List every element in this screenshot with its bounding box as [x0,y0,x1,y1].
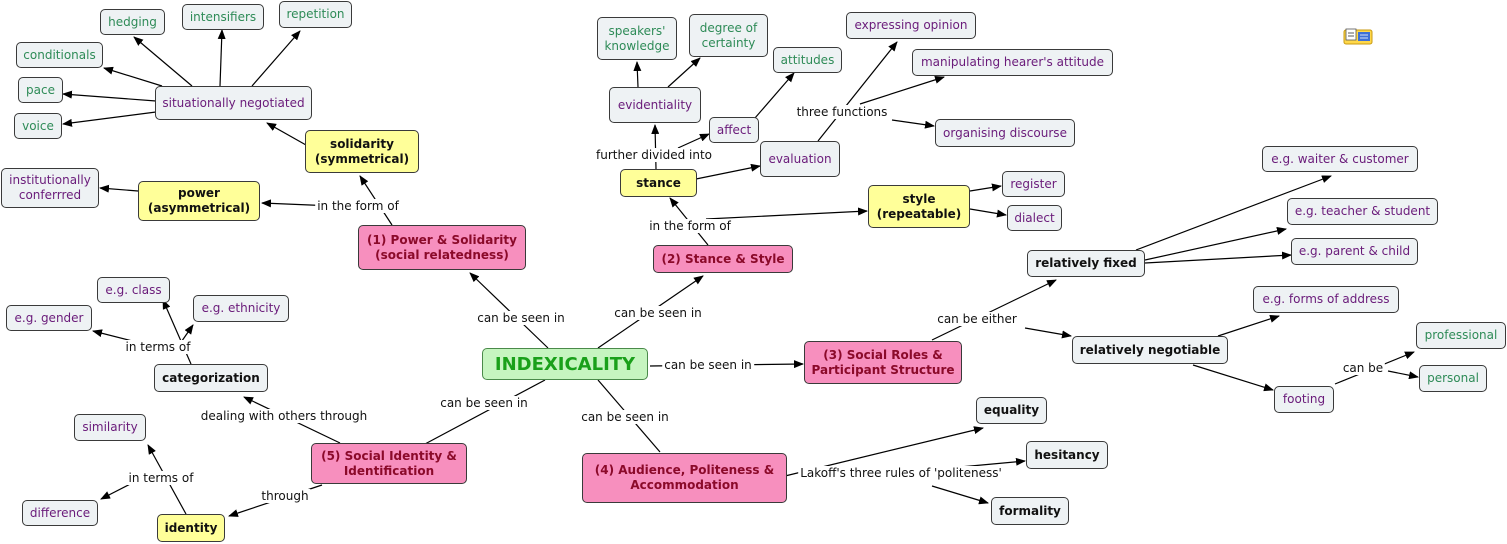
link-label: can be seen in [438,396,530,410]
link-label: in terms of [126,471,196,485]
social-roles-node[interactable]: (3) Social Roles & Participant Structure [804,341,962,384]
hedging-node[interactable]: hedging [100,9,165,35]
affect-node[interactable]: affect [709,117,759,143]
link-label: can be seen in [612,306,704,320]
link-label: three functions [794,105,890,119]
organising-discourse-node[interactable]: organising discourse [935,119,1075,147]
link-label: can be seen in [475,311,567,325]
forms-of-address-node[interactable]: e.g. forms of address [1253,286,1399,313]
power-node[interactable]: power (asymmetrical) [138,181,260,221]
dialect-node[interactable]: dialect [1007,205,1062,231]
note-attachment-icon[interactable] [1343,28,1373,46]
social-identity-node[interactable]: (5) Social Identity & Identification [311,443,467,484]
identity-node[interactable]: identity [157,514,225,542]
link-label: can be seen in [579,410,671,424]
link-label: Lakoff's three rules of 'politeness' [798,466,1004,480]
personal-node[interactable]: personal [1419,365,1487,392]
pace-node[interactable]: pace [18,77,63,103]
link-label: in the form of [315,199,401,213]
style-node[interactable]: style (repeatable) [868,185,970,228]
link-label: in terms of [123,340,193,354]
equality-node[interactable]: equality [976,397,1047,424]
speakers-knowledge-node[interactable]: speakers' knowledge [597,17,677,60]
power-solidarity-node[interactable]: (1) Power & Solidarity (social relatedne… [358,225,526,270]
similarity-node[interactable]: similarity [74,414,146,441]
hesitancy-node[interactable]: hesitancy [1026,441,1108,469]
ethnicity-node[interactable]: e.g. ethnicity [193,295,289,322]
formality-node[interactable]: formality [991,497,1069,525]
categorization-node[interactable]: categorization [154,364,268,392]
link-label: can be [1340,361,1386,375]
stance-style-node[interactable]: (2) Stance & Style [653,245,793,273]
link-label: further divided into [593,148,715,162]
waiter-customer-node[interactable]: e.g. waiter & customer [1262,146,1418,172]
professional-node[interactable]: professional [1416,322,1506,349]
class-node[interactable]: e.g. class [97,277,170,303]
register-node[interactable]: register [1002,171,1065,197]
footing-node[interactable]: footing [1274,386,1334,413]
degree-of-certainty-node[interactable]: degree of certainty [689,14,768,57]
link-label: can be seen in [662,358,754,372]
link-label: can be either [935,312,1019,326]
institutionally-conferred-node[interactable]: institutionally conferrred [1,168,99,208]
relatively-negotiable-node[interactable]: relatively negotiable [1072,336,1228,364]
evaluation-node[interactable]: evaluation [760,141,840,177]
evidentiality-node[interactable]: evidentiality [609,87,701,123]
conditionals-node[interactable]: conditionals [16,42,103,68]
relatively-fixed-node[interactable]: relatively fixed [1027,250,1145,277]
manipulating-attitude-node[interactable]: manipulating hearer's attitude [912,49,1113,76]
situationally-negotiated-node[interactable]: situationally negotiated [155,86,312,120]
audience-politeness-node[interactable]: (4) Audience, Politeness & Accommodation [582,453,787,503]
link-label: dealing with others through [198,409,370,423]
parent-child-node[interactable]: e.g. parent & child [1291,238,1418,265]
indexicality-root-node[interactable]: INDEXICALITY [482,348,648,380]
attitudes-node[interactable]: attitudes [773,47,842,73]
repetition-node[interactable]: repetition [279,1,352,28]
teacher-student-node[interactable]: e.g. teacher & student [1287,198,1438,225]
link-label: in the form of [647,219,733,233]
intensifiers-node[interactable]: intensifiers [182,4,264,30]
difference-node[interactable]: difference [22,500,98,526]
stance-node[interactable]: stance [620,169,697,197]
link-label: through [259,489,311,503]
expressing-opinion-node[interactable]: expressing opinion [846,12,976,39]
voice-node[interactable]: voice [14,113,62,139]
solidarity-node[interactable]: solidarity (symmetrical) [305,130,419,173]
gender-node[interactable]: e.g. gender [6,305,92,331]
